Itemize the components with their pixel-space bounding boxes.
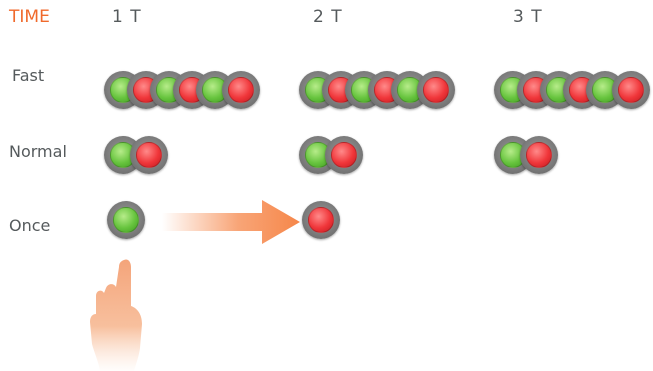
red-light-icon [520,136,558,174]
column-label-1t: 1 T [112,7,142,27]
red-light-icon [222,71,260,109]
right-arrow-icon [162,200,300,244]
red-light-icon [302,201,340,239]
red-light-icon [417,71,455,109]
red-light-icon [325,136,363,174]
pointing-hand-icon [90,259,142,371]
row-label-normal: Normal [9,142,67,161]
row-label-fast: Fast [12,66,45,85]
column-label-2t: 2 T [313,7,343,27]
column-label-3t: 3 T [513,7,543,27]
red-light-icon [130,136,168,174]
time-label: TIME [9,7,50,27]
row-label-once: Once [9,216,51,235]
green-light-icon [107,201,145,239]
red-light-icon [612,71,650,109]
